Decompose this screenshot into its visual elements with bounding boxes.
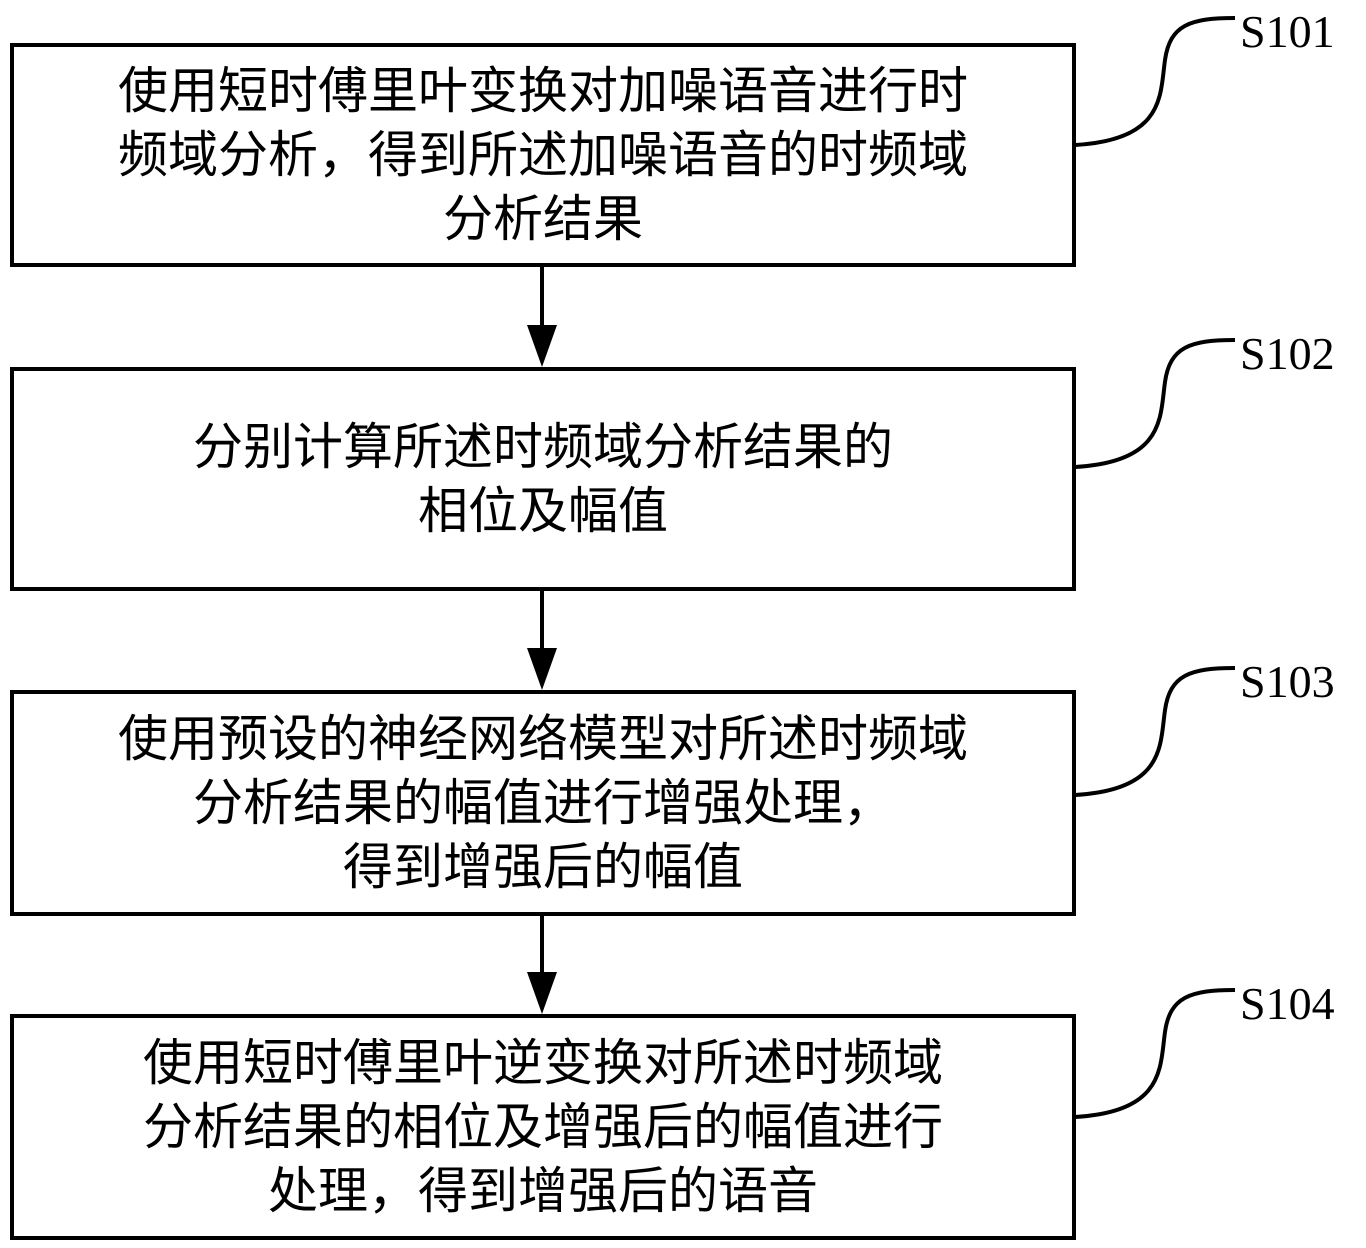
step-label-s104: S104 bbox=[1240, 978, 1335, 1029]
step-box-s103: 使用预设的神经网络模型对所述时频域 分析结果的幅值进行增强处理， 得到增强后的幅… bbox=[10, 690, 1076, 916]
step-label-s102: S102 bbox=[1240, 328, 1335, 379]
leader-s102 bbox=[1074, 338, 1236, 469]
step-box-s101: 使用短时傅里叶变换对加噪语音进行时 频域分析，得到所述加噪语音的时频域 分析结果 bbox=[10, 43, 1076, 267]
step-s103-line-3: 得到增强后的幅值 bbox=[343, 838, 743, 896]
step-s103-line-1: 使用预设的神经网络模型对所述时频域 bbox=[118, 710, 968, 768]
step-s104-line-3: 处理，得到增强后的语音 bbox=[268, 1162, 818, 1220]
step-box-s102: 分别计算所述时频域分析结果的 相位及幅值 bbox=[10, 367, 1076, 591]
arrowhead-s103 bbox=[527, 648, 557, 690]
arrowhead-s104 bbox=[527, 972, 557, 1014]
step-s101-line-3: 分析结果 bbox=[443, 190, 643, 248]
step-s104-line-2: 分析结果的相位及增强后的幅值进行 bbox=[143, 1098, 943, 1156]
step-s102-line-1: 分别计算所述时频域分析结果的 bbox=[193, 418, 893, 476]
step-s101-line-2: 频域分析，得到所述加噪语音的时频域 bbox=[118, 126, 968, 184]
step-s102-line-2: 相位及幅值 bbox=[418, 482, 668, 540]
step-box-s104: 使用短时傅里叶逆变换对所述时频域 分析结果的相位及增强后的幅值进行 处理，得到增… bbox=[10, 1014, 1076, 1240]
leader-s103 bbox=[1074, 666, 1236, 797]
leader-s101 bbox=[1074, 16, 1236, 147]
step-label-s101: S101 bbox=[1240, 6, 1335, 57]
step-s101-line-1: 使用短时傅里叶变换对加噪语音进行时 bbox=[118, 62, 968, 120]
leader-s104 bbox=[1074, 988, 1236, 1119]
step-s103-line-2: 分析结果的幅值进行增强处理， bbox=[193, 774, 893, 832]
step-label-s103: S103 bbox=[1240, 656, 1335, 707]
arrowhead-s102 bbox=[527, 325, 557, 367]
step-s104-line-1: 使用短时傅里叶逆变换对所述时频域 bbox=[143, 1034, 943, 1092]
